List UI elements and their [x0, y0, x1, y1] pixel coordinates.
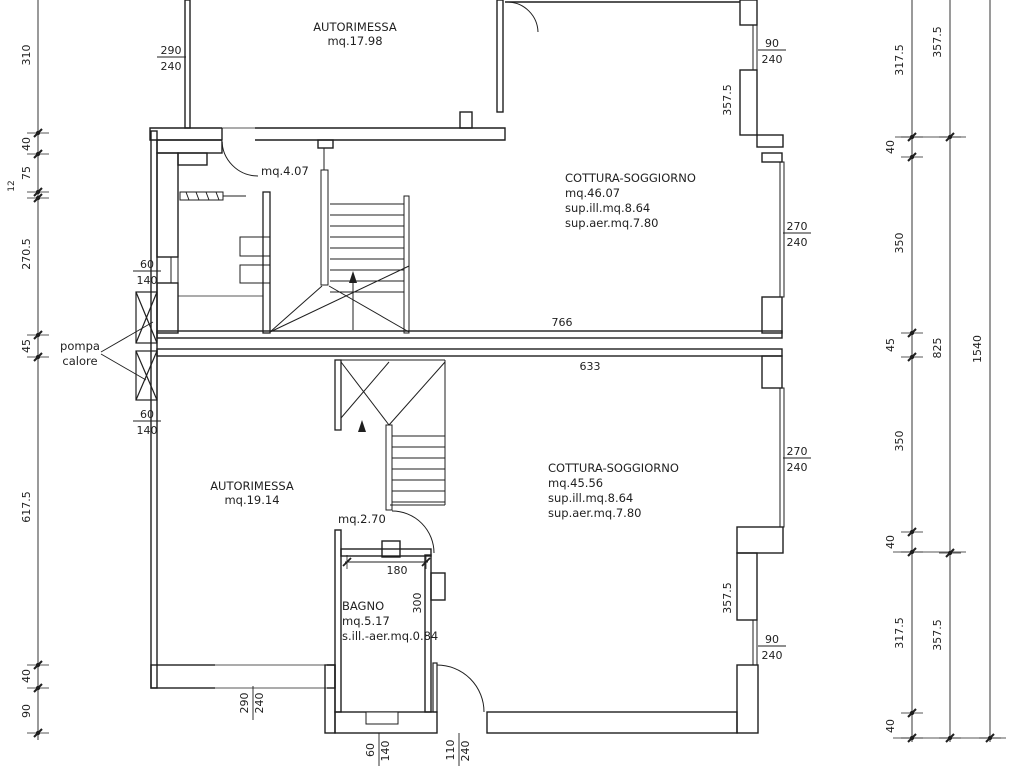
dim-win270-top-w: 270 [787, 220, 808, 233]
dim-wall-top-right: 357.5 [721, 84, 734, 116]
dim-bagno-win-h: 140 [379, 741, 392, 762]
dim-633: 633 [580, 360, 601, 373]
dim-180: 180 [387, 564, 408, 577]
dim-left-310: 310 [20, 45, 33, 66]
label-garage-bottom-name: AUTORIMESSA [210, 479, 294, 493]
dim-win270-top-h: 240 [787, 236, 808, 249]
dim-wall-bottom-right: 357.5 [721, 582, 734, 614]
label-living-bottom-area: mq.45.56 [548, 476, 603, 490]
dim-win90-top-h: 240 [762, 53, 783, 66]
dim-hp-bot-w: 60 [140, 408, 154, 421]
dim-garage-top-h: 240 [161, 60, 182, 73]
dim-left-40a: 40 [20, 137, 33, 151]
dim-rb-825: 825 [931, 338, 944, 359]
dim-rb-357b: 357.5 [931, 619, 944, 651]
label-hall-area: mq.2.70 [338, 512, 386, 526]
staircase-upper [239, 148, 410, 334]
dim-hp-bot-h: 140 [137, 424, 158, 437]
label-living-top-aer: sup.aer.mq.7.80 [565, 216, 658, 230]
label-bagno-area: mq.5.17 [342, 614, 390, 628]
label-heat-pump-2: calore [62, 354, 97, 368]
label-living-top-ill: sup.ill.mq.8.64 [565, 201, 650, 215]
heat-pump-units [100, 291, 158, 401]
dim-chain-left: 310 40 75 12 270.5 45 617.5 40 90 [7, 45, 33, 719]
dim-entry-w: 110 [444, 740, 457, 761]
dim-left-90: 90 [20, 704, 33, 718]
dim-left-270-5: 270.5 [20, 238, 33, 270]
label-living-top-area: mq.46.07 [565, 186, 620, 200]
dim-ra-317b: 317.5 [893, 617, 906, 649]
staircase-lower [334, 359, 446, 554]
dim-ra-40c: 40 [884, 719, 897, 733]
radiator [178, 191, 263, 297]
dim-766: 766 [552, 316, 573, 329]
dim-ra-45: 45 [884, 338, 897, 352]
dim-ra-317a: 317.5 [893, 44, 906, 76]
dim-entry-h: 240 [459, 741, 472, 762]
dim-left-45: 45 [20, 339, 33, 353]
dim-ra-350a: 350 [893, 233, 906, 254]
label-living-bottom-ill: sup.ill.mq.8.64 [548, 491, 633, 505]
dim-hp-top-h: 140 [137, 274, 158, 287]
dim-garage-bot-h: 240 [253, 693, 266, 714]
room-labels: AUTORIMESSA mq.17.98 mq.4.07 COTTURA-SOG… [60, 20, 696, 643]
label-vestibule-area: mq.4.07 [261, 164, 309, 178]
dim-win270-bot-h: 240 [787, 461, 808, 474]
entry-door [432, 662, 485, 713]
dim-rc-1540: 1540 [971, 335, 984, 363]
dim-win270-bot-w: 270 [787, 445, 808, 458]
dim-rb-357a: 357.5 [931, 26, 944, 58]
label-garage-top-area: mq.17.98 [327, 34, 382, 48]
label-bagno-ill-aer: s.ill.-aer.mq.0.84 [342, 629, 438, 643]
dim-win90-bot-w: 90 [765, 633, 779, 646]
dim-win90-bot-h: 240 [762, 649, 783, 662]
label-bagno-name: BAGNO [342, 599, 384, 613]
dim-bagno-win-w: 60 [364, 743, 377, 757]
dim-win90-top-w: 90 [765, 37, 779, 50]
label-garage-top-name: AUTORIMESSA [313, 20, 397, 34]
dim-ra-350b: 350 [893, 431, 906, 452]
label-living-top-name: COTTURA-SOGGIORNO [565, 171, 696, 185]
dimension-lines [26, 0, 1006, 766]
dim-300: 300 [411, 593, 424, 614]
label-heat-pump-1: pompa [60, 339, 100, 353]
dim-left-75: 75 [20, 166, 33, 180]
dim-left-40b: 40 [20, 669, 33, 683]
label-garage-bottom-area: mq.19.14 [224, 493, 279, 507]
dim-chain-right: 317.5 40 350 45 350 40 317.5 40 357.5 82… [884, 26, 984, 733]
opening-dims: 290 240 60 140 60 140 90 240 270 240 270… [137, 37, 808, 762]
dim-hp-top-w: 60 [140, 258, 154, 271]
walls [149, 0, 785, 734]
dim-left-12: 12 [7, 180, 17, 191]
dim-ra-40a: 40 [884, 140, 897, 154]
label-living-bottom-aer: sup.aer.mq.7.80 [548, 506, 641, 520]
dim-ra-40b: 40 [884, 535, 897, 549]
dim-left-617-5: 617.5 [20, 491, 33, 523]
label-living-bottom-name: COTTURA-SOGGIORNO [548, 461, 679, 475]
dim-garage-bot-w: 290 [238, 693, 251, 714]
dim-garage-top-w: 290 [161, 44, 182, 57]
